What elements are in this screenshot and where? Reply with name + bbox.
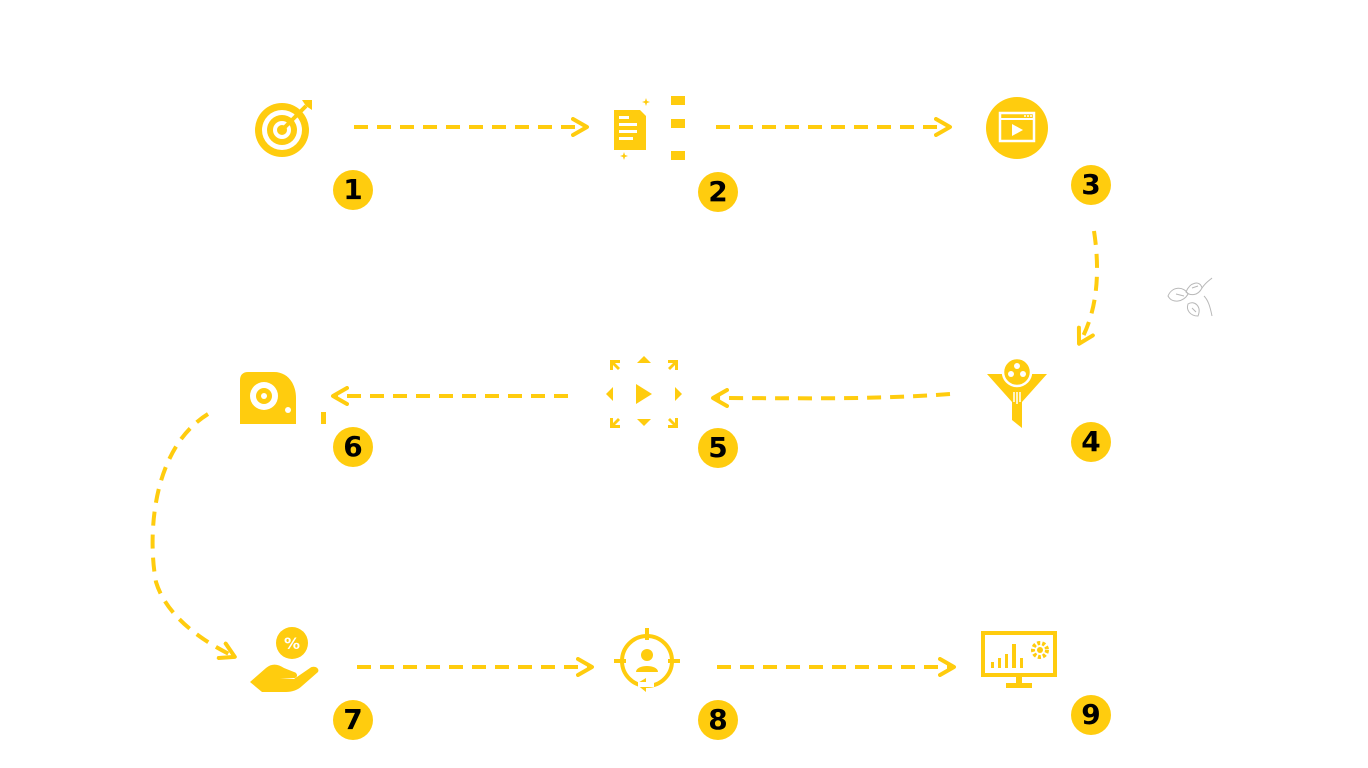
step-8-badge: 8 [698, 700, 738, 740]
step-2-badge: 2 [698, 172, 738, 212]
expand-play-icon [606, 356, 682, 428]
arrow-4-5 [711, 388, 951, 409]
hand-discount-icon: % [250, 627, 319, 692]
step-9-badge: 9 [1071, 695, 1111, 735]
step-3-badge: 3 [1071, 165, 1111, 205]
monitor-chart-icon [981, 631, 1057, 688]
funnel-icon [987, 356, 1047, 428]
step-7-badge: 7 [333, 700, 373, 740]
camera-lens-icon [240, 372, 326, 424]
step-6-badge: 6 [333, 427, 373, 467]
target-icon [255, 100, 312, 157]
step-4-badge: 4 [1071, 422, 1111, 462]
step-5-badge: 5 [698, 428, 738, 468]
user-target-icon [614, 628, 680, 692]
arrow-6-7 [150, 412, 237, 660]
arrow-3-4 [1076, 230, 1099, 346]
svg-text:%: % [284, 634, 300, 653]
step-1-badge: 1 [333, 170, 373, 210]
floral-sketch-icon [1167, 277, 1213, 317]
video-window-icon [986, 97, 1048, 159]
document-icon [614, 96, 685, 160]
